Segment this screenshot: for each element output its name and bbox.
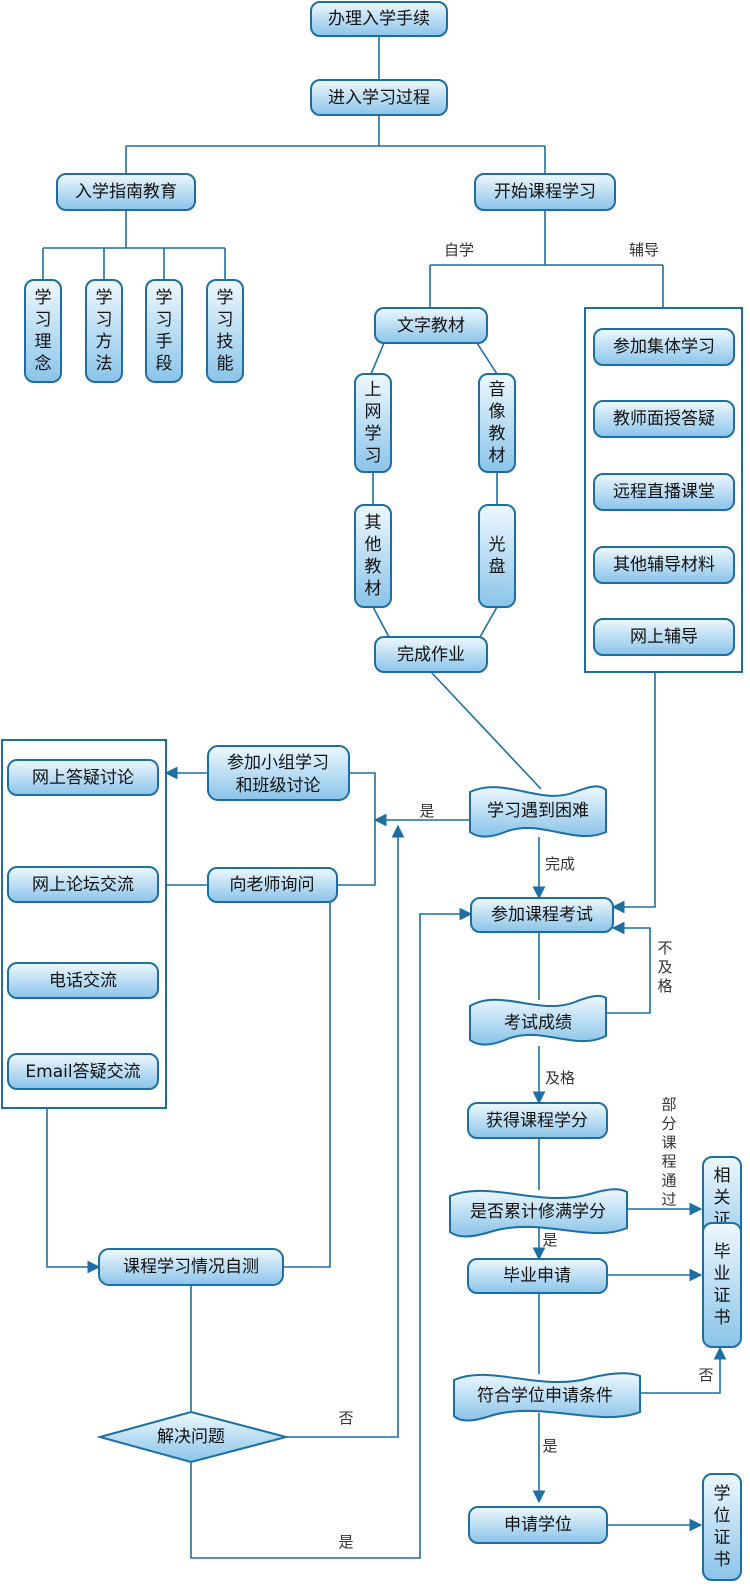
homework-node: 完成作业 bbox=[374, 636, 488, 673]
exam-label: 参加课程考试 bbox=[491, 905, 593, 925]
apply-degree-node: 申请学位 bbox=[468, 1506, 608, 1544]
teacher-qa-label: 教师面授答疑 bbox=[613, 409, 715, 429]
enroll-label: 办理入学手续 bbox=[328, 9, 430, 29]
cert-degree-node: 学位证书 bbox=[702, 1473, 742, 1581]
skill-label: 学习技能 bbox=[217, 288, 234, 374]
email-node: Email答疑交流 bbox=[7, 1053, 159, 1090]
online-qa-label: 网上答疑讨论 bbox=[32, 768, 134, 788]
edge-self-study: 自学 bbox=[444, 241, 474, 259]
guide-label: 入学指南教育 bbox=[75, 182, 177, 202]
homework-label: 完成作业 bbox=[397, 645, 465, 665]
group-discussion-node: 参加小组学习 和班级讨论 bbox=[207, 745, 350, 801]
other-tutor-label: 其他辅导材料 bbox=[613, 555, 715, 575]
disc-node: 光盘 bbox=[478, 504, 516, 608]
solve-label: 解决问题 bbox=[157, 1427, 225, 1447]
solve-node: 解决问题 bbox=[96, 1410, 290, 1464]
remote-class-node: 远程直播课堂 bbox=[593, 473, 735, 511]
online-tutor-label: 网上辅导 bbox=[630, 627, 698, 647]
start-course-node: 开始课程学习 bbox=[474, 173, 616, 211]
enter-study-label: 进入学习过程 bbox=[328, 88, 430, 108]
concept-label: 学习理念 bbox=[35, 288, 52, 374]
edge-fail: 不及格 bbox=[657, 939, 672, 995]
edge-no-solve: 否 bbox=[338, 1409, 353, 1427]
apply-degree-label: 申请学位 bbox=[504, 1515, 572, 1535]
forum-node: 网上论坛交流 bbox=[7, 866, 159, 903]
credits-full-node: 是否累计修满学分 bbox=[449, 1188, 628, 1238]
graduation-node: 毕业申请 bbox=[467, 1258, 608, 1294]
forum-label: 网上论坛交流 bbox=[32, 875, 134, 895]
cert-grad-label: 毕业证书 bbox=[714, 1242, 731, 1328]
group-discussion-line2: 和班级讨论 bbox=[236, 776, 321, 796]
other-tutor-node: 其他辅导材料 bbox=[593, 546, 735, 584]
start-course-label: 开始课程学习 bbox=[494, 182, 596, 202]
text-material-label: 文字教材 bbox=[397, 316, 465, 336]
edge-yes-solve: 是 bbox=[338, 1533, 353, 1551]
other-material-label: 其他教材 bbox=[365, 513, 382, 599]
connectors bbox=[42, 36, 727, 1559]
edge-yes-difficulty: 是 bbox=[419, 802, 434, 820]
tutoring-frame bbox=[584, 307, 743, 673]
edge-partial: 部分课程通过 bbox=[661, 1096, 676, 1209]
online-qa-node: 网上答疑讨论 bbox=[7, 759, 159, 796]
self-test-node: 课程学习情况自测 bbox=[98, 1248, 284, 1286]
online-study-label: 上网学习 bbox=[365, 380, 382, 466]
group-study-label: 参加集体学习 bbox=[613, 337, 715, 357]
av-material-label: 音像教材 bbox=[489, 380, 506, 466]
credits-full-label: 是否累计修满学分 bbox=[470, 1202, 606, 1222]
means-node: 学习手段 bbox=[145, 279, 183, 383]
guide-node: 入学指南教育 bbox=[56, 173, 196, 211]
phone-label: 电话交流 bbox=[49, 971, 117, 991]
phone-node: 电话交流 bbox=[7, 962, 159, 999]
degree-cond-node: 符合学位申请条件 bbox=[453, 1372, 641, 1422]
edge-yes-graduate: 是 bbox=[542, 1231, 557, 1249]
other-material-node: 其他教材 bbox=[354, 504, 392, 608]
method-label: 学习方法 bbox=[96, 288, 113, 374]
edge-no-degree: 否 bbox=[698, 1366, 713, 1384]
email-label: Email答疑交流 bbox=[25, 1062, 140, 1082]
method-node: 学习方法 bbox=[85, 279, 123, 383]
difficulty-label: 学习遇到困难 bbox=[487, 801, 589, 821]
exam-node: 参加课程考试 bbox=[470, 897, 614, 933]
ask-teacher-node: 向老师询问 bbox=[207, 867, 338, 903]
difficulty-node: 学习遇到困难 bbox=[469, 785, 607, 838]
credit-node: 获得课程学分 bbox=[467, 1102, 608, 1139]
graduation-label: 毕业申请 bbox=[503, 1266, 571, 1286]
edge-pass: 及格 bbox=[545, 1069, 575, 1087]
edge-tutoring: 辅导 bbox=[629, 241, 659, 259]
concept-node: 学习理念 bbox=[24, 279, 62, 383]
degree-cond-label: 符合学位申请条件 bbox=[477, 1386, 613, 1406]
remote-class-label: 远程直播课堂 bbox=[613, 482, 715, 502]
edge-complete: 完成 bbox=[545, 855, 575, 873]
teacher-qa-node: 教师面授答疑 bbox=[593, 400, 735, 438]
enroll-node: 办理入学手续 bbox=[310, 1, 448, 37]
cert-grad-node: 毕业证书 bbox=[702, 1222, 742, 1348]
score-node: 考试成绩 bbox=[469, 994, 607, 1046]
disc-label: 光盘 bbox=[489, 535, 506, 577]
av-material-node: 音像教材 bbox=[478, 373, 516, 473]
credit-label: 获得课程学分 bbox=[486, 1111, 588, 1131]
group-discussion-line1: 参加小组学习 bbox=[227, 753, 329, 773]
skill-node: 学习技能 bbox=[206, 279, 244, 383]
score-label: 考试成绩 bbox=[504, 1013, 572, 1033]
online-study-node: 上网学习 bbox=[354, 373, 392, 473]
communication-frame bbox=[1, 739, 167, 1109]
ask-teacher-label: 向老师询问 bbox=[230, 875, 315, 895]
edge-yes-degree: 是 bbox=[542, 1437, 557, 1455]
self-test-label: 课程学习情况自测 bbox=[123, 1257, 259, 1277]
cert-degree-label: 学位证书 bbox=[714, 1484, 731, 1570]
means-label: 学习手段 bbox=[156, 288, 173, 374]
group-study-node: 参加集体学习 bbox=[593, 328, 735, 366]
text-material-node: 文字教材 bbox=[374, 307, 488, 344]
online-tutor-node: 网上辅导 bbox=[593, 618, 735, 656]
enter-study-node: 进入学习过程 bbox=[310, 79, 448, 116]
